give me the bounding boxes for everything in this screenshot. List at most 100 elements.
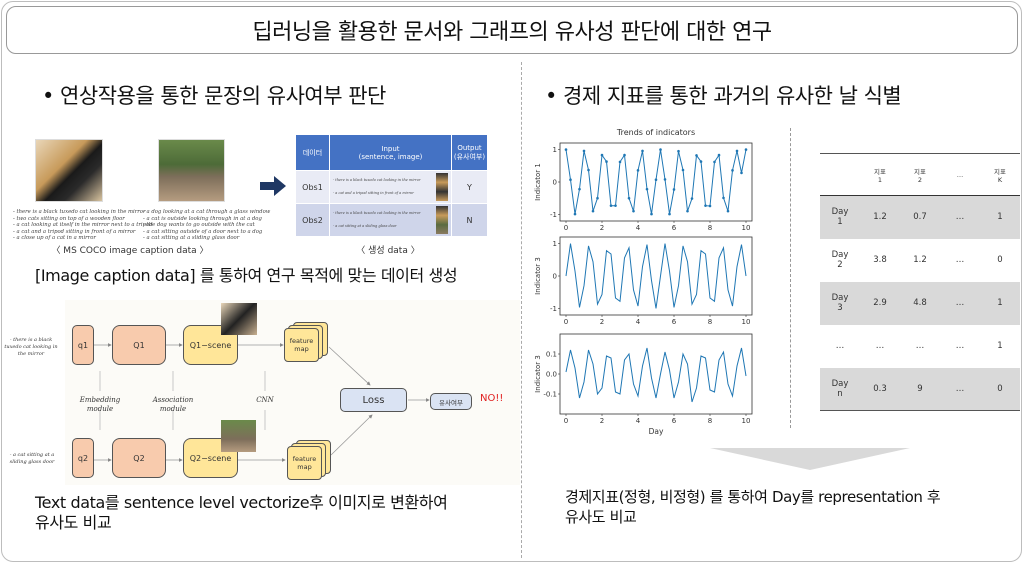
y-axis-label: Indicator 3 xyxy=(534,355,542,393)
indicator-cell: 1 xyxy=(980,195,1020,239)
x-tick-label: 0 xyxy=(564,417,568,425)
data-point xyxy=(614,204,617,207)
data-point xyxy=(659,148,662,151)
data-point xyxy=(600,153,604,157)
cat-door-photo xyxy=(158,139,225,202)
feature-map-1: feature map xyxy=(284,328,319,362)
col-header: 지표 1 xyxy=(860,153,900,196)
q2-sentence: - a cat sitting at a sliding glass door xyxy=(9,452,55,465)
y-tick-label: -1 xyxy=(550,211,557,219)
Q2-node: Q2 xyxy=(112,438,166,478)
data-point xyxy=(582,149,586,153)
data-point xyxy=(609,204,613,207)
association-module-label: Association module xyxy=(152,396,194,413)
feature-map-2: feature map xyxy=(287,446,322,480)
col-header: … xyxy=(940,153,980,196)
thumb-pair xyxy=(436,173,448,201)
data-point xyxy=(717,153,721,157)
section-divider xyxy=(521,62,522,558)
chart-table-divider xyxy=(790,128,791,428)
loss-node: Loss xyxy=(340,388,407,412)
data-point xyxy=(740,171,743,175)
right-description: 경제지표(정형, 비정형) 를 통하여 Day를 representation … xyxy=(565,488,941,526)
data-point xyxy=(704,204,707,207)
indicator-cell: 4.8 xyxy=(900,281,940,325)
indicator-cell: … xyxy=(955,341,965,351)
col-header xyxy=(820,153,860,196)
x-tick-label: 10 xyxy=(742,318,751,326)
day-label: Day 2 xyxy=(831,250,849,270)
indicator-cell: 3.8 xyxy=(873,255,887,265)
day-label: … xyxy=(835,341,845,351)
Q1-node: Q1 xyxy=(112,325,166,365)
diagram-connectors xyxy=(94,343,430,462)
col-header: 지표 2 xyxy=(900,153,940,196)
y-axis-label: Indicator 1 xyxy=(534,163,542,201)
data-point xyxy=(645,187,649,191)
x-axis-label: Day xyxy=(649,427,664,436)
cat-mirror-photo xyxy=(35,139,103,202)
coco-captions-1: - there is a black tuxedo cat looking in… xyxy=(13,209,153,242)
data-point xyxy=(591,209,595,213)
day-label: Day n xyxy=(820,367,860,411)
data-point xyxy=(681,168,685,172)
data-point xyxy=(731,169,734,172)
indicator-cell: … xyxy=(940,367,980,411)
x-tick-label: 4 xyxy=(636,318,641,326)
col-header: Input (sentence, image) xyxy=(329,134,452,171)
generated-caption-label: 〈 생성 data 〉 xyxy=(356,246,420,256)
indicator-cell: … xyxy=(940,281,980,325)
right-bullet-heading: • 경제 지표를 통한 과거의 유사한 날 식별 xyxy=(545,84,902,108)
data-point xyxy=(605,160,608,163)
data-point xyxy=(713,160,716,164)
data-point xyxy=(668,212,671,216)
q2-scene-image xyxy=(221,420,256,452)
data-point xyxy=(641,149,644,153)
data-point xyxy=(690,197,694,200)
col-header: 지표 K xyxy=(980,153,1020,196)
q1-sentence: - there is a black tuxedo cat looking in… xyxy=(4,337,58,357)
series-line xyxy=(565,243,747,309)
data-point xyxy=(686,209,689,213)
data-point xyxy=(636,169,640,172)
data-point xyxy=(672,188,676,191)
x-tick-label: 8 xyxy=(708,318,712,326)
data-point xyxy=(623,153,626,157)
chart-title: Trends of indicators xyxy=(616,128,695,137)
data-point xyxy=(677,149,680,153)
y-axis-label: Indicator 3 xyxy=(534,257,542,295)
data-point xyxy=(596,196,599,200)
no-label: NO!! xyxy=(480,393,504,404)
y-tick-label: 0.1 xyxy=(546,351,557,359)
x-tick-label: 0 xyxy=(564,224,568,232)
day-label: Day 1 xyxy=(820,195,860,239)
data-point xyxy=(708,204,712,208)
x-tick-label: 6 xyxy=(672,417,677,425)
x-tick-label: 2 xyxy=(600,318,604,326)
data-point xyxy=(722,196,725,200)
indicator-cell: … xyxy=(915,341,925,351)
data-point xyxy=(650,212,653,216)
data-point xyxy=(578,187,581,191)
chart-axes-frame xyxy=(559,333,753,415)
x-tick-label: 4 xyxy=(636,417,641,425)
y-tick-label: 1 xyxy=(553,146,557,154)
x-tick-label: 6 xyxy=(672,224,677,232)
day-label: Day 3 xyxy=(820,281,860,325)
similarity-node: 유사여부 xyxy=(430,393,472,410)
indicator-cell: 0.7 xyxy=(900,195,940,239)
embedding-module-label: Embedding module xyxy=(79,396,121,413)
indicator-cell: … xyxy=(875,341,885,351)
data-point xyxy=(564,148,568,151)
series-line xyxy=(565,149,747,215)
right-arrow-icon xyxy=(260,176,286,196)
data-point xyxy=(744,148,748,151)
y-tick-label: 1 xyxy=(553,240,557,248)
data-point xyxy=(654,178,658,182)
indicator-cell: 1 xyxy=(997,341,1003,351)
coco-caption-label: 〈 MS COCO image caption data 〉 xyxy=(51,246,209,256)
